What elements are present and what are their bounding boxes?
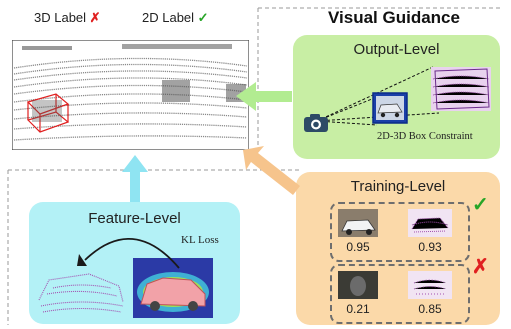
lidar-point-cloud	[12, 40, 249, 150]
output-level-illustration	[316, 66, 491, 126]
box-constraint-caption: 2D-3D Box Constraint	[377, 131, 473, 142]
feature-level-title: Feature-Level	[88, 210, 181, 227]
training-level-panel: Training-Level 0.95 0.93 ✓ 0.21	[296, 172, 500, 325]
label-2d: 2D Label ✓	[142, 10, 209, 26]
cyan-arrow	[122, 155, 148, 202]
bounding-box-3d	[26, 93, 70, 133]
kl-loss-label: KL Loss	[181, 234, 219, 246]
green-arrow	[236, 82, 292, 111]
sample-pointcloud-sparse	[408, 271, 452, 299]
camera-icon	[304, 114, 328, 132]
cross-icon: ✗	[89, 10, 101, 25]
score-2: 0.93	[418, 240, 442, 254]
score-4: 0.85	[418, 302, 442, 316]
label-2d-text: 2D Label	[142, 10, 195, 25]
visual-guidance-title: Visual Guidance	[328, 8, 460, 27]
feature-level-panel: Feature-Level KL Loss	[29, 202, 240, 324]
good-samples-box: 0.95 0.93	[330, 202, 470, 262]
sample-image-dark	[338, 271, 378, 299]
bad-samples-box: 0.21 0.85	[330, 264, 470, 324]
score-1: 0.95	[346, 240, 370, 254]
sample-pointcloud-car	[408, 209, 452, 237]
feature-pointcloud-car	[38, 273, 124, 313]
label-3d-text: 3D Label	[34, 10, 87, 25]
check-icon: ✓	[197, 10, 209, 25]
output-level-panel: Output-Level 2D-3D Box Constraint	[293, 35, 500, 159]
good-check-icon: ✓	[472, 194, 489, 216]
bad-cross-icon: ✗	[472, 256, 489, 278]
label-3d: 3D Label ✗	[34, 10, 101, 26]
feature-heatmap-car	[133, 258, 213, 318]
training-level-title: Training-Level	[350, 178, 446, 195]
sample-image-car	[338, 209, 378, 237]
kl-loss-arrow	[77, 238, 180, 269]
score-3: 0.21	[346, 302, 370, 316]
orange-arrow	[243, 146, 300, 195]
output-level-title: Output-Level	[353, 41, 440, 58]
